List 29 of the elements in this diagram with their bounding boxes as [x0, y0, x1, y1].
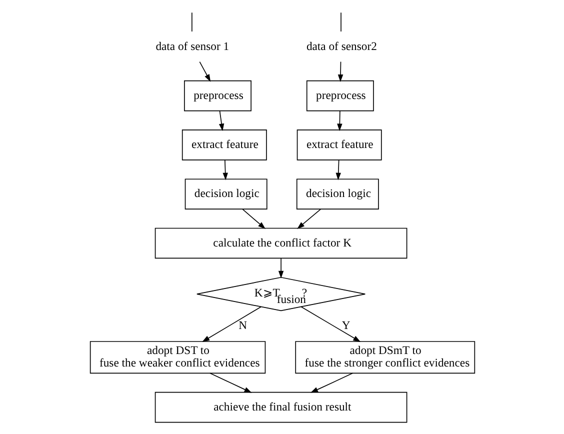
arrow [300, 306, 360, 342]
node-box: adopt DSmT to fuse the stronger conflict evidences [294, 341, 475, 374]
arrow [336, 110, 342, 132]
node-box: achieve the final fusion result [154, 392, 407, 423]
node-box: preprocess [184, 80, 251, 112]
node-box: extract feature [296, 130, 382, 160]
node-text: data of sensor2 [306, 40, 376, 53]
arrow [242, 208, 266, 229]
node-box: decision logic [296, 178, 378, 210]
node-text: data of sensor 1 [155, 40, 229, 53]
arrow [310, 372, 353, 393]
arrow [296, 208, 321, 229]
arrow [337, 61, 343, 82]
node-box: decision logic [184, 178, 267, 210]
connector [191, 12, 192, 32]
arrow [278, 258, 284, 278]
node-box: adopt DST to fuse the weaker conflict evidences [89, 341, 266, 374]
connector [340, 12, 341, 32]
node-box: preprocess [306, 80, 374, 112]
edge-label: Y [341, 319, 350, 332]
arrow [222, 160, 228, 180]
arrow [202, 306, 262, 342]
node-box: extract feature [181, 130, 266, 160]
edge-label: N [238, 319, 246, 332]
arrow [218, 110, 224, 132]
arrow [208, 372, 252, 393]
node-box: calculate the conflict factor K [154, 228, 407, 259]
arrow [198, 61, 210, 82]
arrow [335, 160, 341, 180]
